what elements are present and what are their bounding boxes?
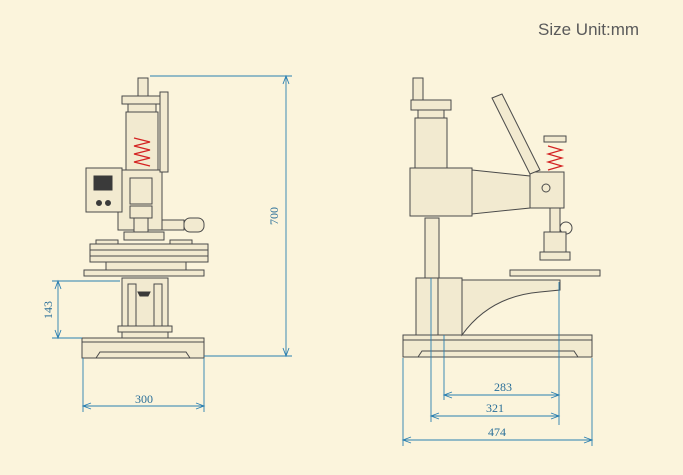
adjust-knob [137,291,151,297]
temperature-display [93,175,113,191]
dim-text-283: 283 [494,380,512,394]
front-lever-bar [159,91,169,173]
front-spring [133,137,151,167]
side-spring [545,145,565,171]
front-top-cap [121,95,163,105]
side-head-block [529,171,565,209]
dim-text-143: 143 [41,301,55,319]
dimensions: 700 143 300 283 [41,74,594,446]
dim-text-700: 700 [267,207,281,225]
side-upper-column [414,117,448,169]
front-top-handle [137,77,149,97]
dim-text-321: 321 [486,401,504,415]
side-lower-arm [461,279,561,337]
side-top-handle [412,77,424,101]
side-lever-arm [491,93,541,175]
side-top-cap [410,99,452,111]
power-switch-icon [96,200,102,206]
front-view-machine [81,77,209,359]
side-pivot-icon [541,183,551,193]
side-view-machine [402,77,601,358]
side-head-body [409,167,473,217]
front-column [125,111,159,171]
side-pedestal [415,277,463,336]
front-slide-table [89,243,209,263]
side-column [424,217,440,279]
side-heater-block [543,231,567,253]
side-head-arm [471,169,531,215]
front-handle-grip [183,217,205,233]
dim-text-474: 474 [488,425,506,439]
front-work-table [83,269,205,277]
size-unit-label: Size Unit:mm [538,20,640,39]
side-work-table [509,269,601,277]
front-base [81,337,205,359]
dim-text-300: 300 [135,392,153,406]
